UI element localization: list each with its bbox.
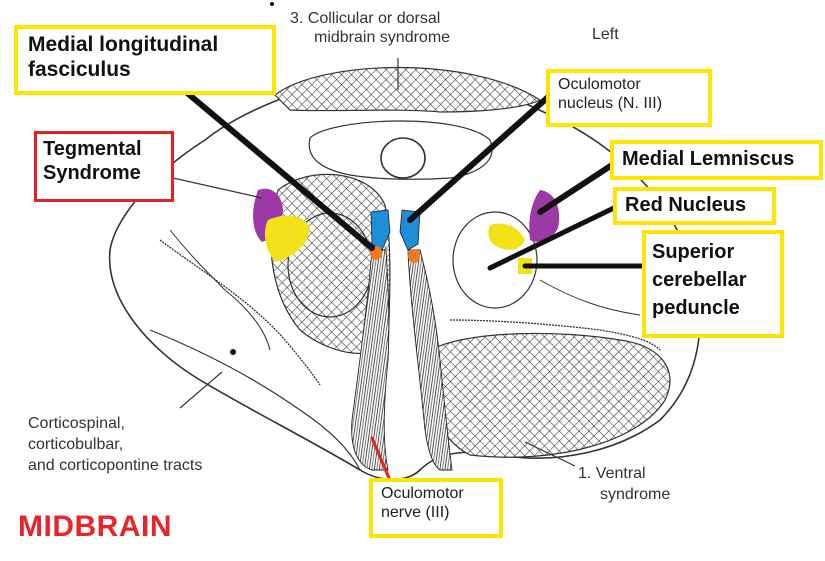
- tegmental-line-2: Syndrome: [43, 161, 141, 184]
- red-nucleus-right-marker: [488, 223, 525, 250]
- scp-line-2: cerebellar: [652, 269, 747, 291]
- crus-right-inner: [539, 279, 641, 316]
- annotation-left-orientation: Left: [592, 25, 619, 44]
- label-oculomotor-nucleus: Oculomotor nucleus (N. III): [546, 69, 712, 127]
- oculomotor-nucleus-line-2: nucleus (N. III): [558, 94, 663, 112]
- annotation-ventral-syndrome: 1. Ventral syndrome: [578, 464, 670, 506]
- ventral-line-1: 1. Ventral: [578, 465, 646, 482]
- collicular-line-1: 3. Collicular or dorsal: [290, 10, 441, 27]
- label-red-nucleus: Red Nucleus: [613, 187, 776, 225]
- label-oculomotor-nerve: Oculomotor nerve (III): [369, 478, 503, 538]
- oculomotor-nerve-line-1: Oculomotor: [381, 485, 464, 502]
- red-nucleus-left-marker: [264, 215, 310, 262]
- crus-left-inner: [169, 229, 271, 351]
- red-nucleus-text: Red Nucleus: [625, 194, 747, 216]
- medial-lemniscus-text: Medial Lemniscus: [622, 148, 795, 170]
- annotation-collicular-syndrome: 3. Collicular or dorsal midbrain syndrom…: [290, 9, 450, 47]
- tracts-line-3: and corticopontine tracts: [28, 456, 203, 474]
- crus-left-boundary: [149, 329, 361, 471]
- ventral-line-2: syndrome: [600, 485, 671, 503]
- tracts-pointer: [179, 371, 223, 409]
- mlf-pointer: [183, 89, 375, 251]
- red-nucleus-pointer: [487, 202, 623, 271]
- collicular-line-2: midbrain syndrome: [314, 29, 451, 47]
- substantia-nigra-left: [159, 239, 321, 386]
- mlf-line-2: fasciculus: [28, 57, 131, 81]
- oculomotor-nucleus-line-1: Oculomotor: [558, 76, 641, 93]
- left-orientation-text: Left: [592, 26, 619, 43]
- diagram-title: MIDBRAIN: [18, 510, 172, 543]
- annotation-corticospinal-tracts: Corticospinal, corticobulbar, and cortic…: [28, 414, 202, 476]
- tegmental-pointer: [172, 177, 263, 199]
- oculomotor-fibers-left: [351, 249, 390, 471]
- label-medial-lemniscus: Medial Lemniscus: [610, 140, 823, 180]
- collicular-lesion-region: [274, 66, 542, 113]
- tegmental-line-1: Tegmental: [43, 138, 142, 160]
- mlf-line-1: Medial longitudinal: [28, 33, 219, 56]
- label-superior-cerebellar-peduncle: Superior cerebellar peduncle: [642, 230, 784, 338]
- oculomotor-nucleus-pointer: [407, 87, 559, 223]
- tracts-line-2: corticobulbar,: [28, 435, 124, 453]
- label-tegmental-syndrome: Tegmental Syndrome: [34, 131, 174, 202]
- marker-dot-left: [230, 349, 236, 355]
- marker-dot-top: [270, 2, 274, 6]
- oculomotor-nerve-line-2: nerve (III): [381, 503, 450, 521]
- oculomotor-fibers-right: [407, 249, 453, 471]
- medial-lemniscus-pointer: [537, 162, 615, 215]
- oculomotor-nucleus-left: [370, 209, 391, 251]
- cerebral-aqueduct: [380, 137, 426, 179]
- edinger-westphal-right: [408, 249, 420, 263]
- oculomotor-nerve-pointer: [370, 436, 394, 487]
- scp-line-3: peduncle: [652, 297, 740, 319]
- scp-line-1: Superior: [652, 241, 735, 263]
- substantia-nigra-right: [449, 319, 661, 351]
- tracts-line-1: Corticospinal,: [28, 415, 125, 432]
- ventral-pointer: [524, 441, 576, 467]
- label-medial-longitudinal-fasciculus: Medial longitudinal fasciculus: [14, 25, 276, 95]
- ventral-lesion-region: [426, 332, 671, 458]
